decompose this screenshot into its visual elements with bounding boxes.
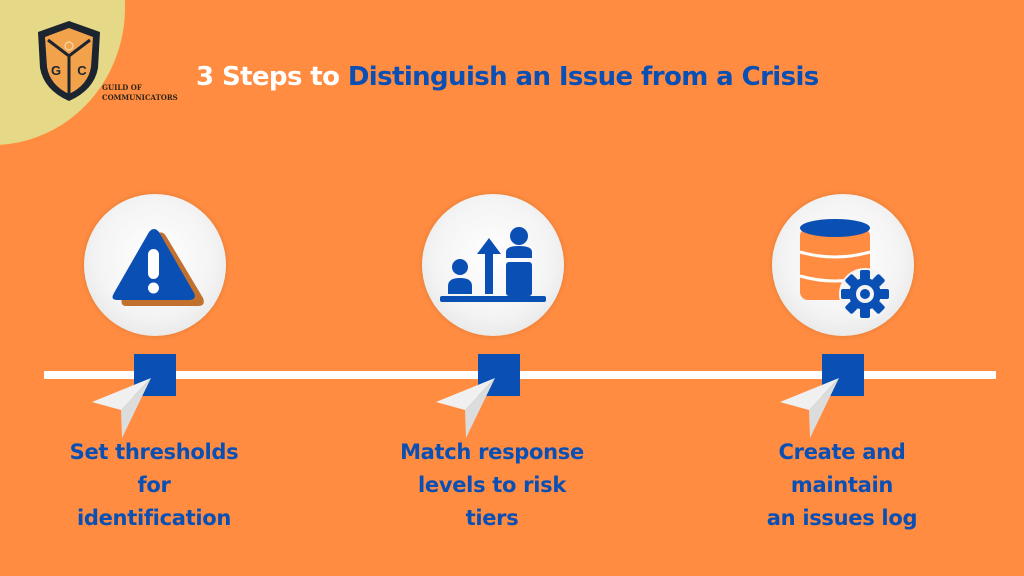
title-prefix: 3 Steps to — [196, 62, 340, 92]
timeline-line — [44, 371, 996, 379]
brand-name: GUILD OF COMMUNICATORS — [102, 83, 178, 103]
step-1-label-line: Set thresholds — [69, 440, 239, 464]
step-3-label-line: maintain — [790, 473, 894, 497]
guild-shield-logo: G C — [38, 21, 100, 101]
logo-letter-g: G — [51, 63, 61, 78]
step-1-label-line: for — [137, 473, 171, 497]
warning-triangle-icon — [112, 229, 204, 306]
step-2-label: Match response levels to risk tiers — [372, 436, 612, 535]
step-2-pointer-icon — [436, 378, 495, 438]
step-1-icon-circle — [84, 194, 226, 336]
page-title: 3 Steps to Distinguish an Issue from a C… — [196, 62, 819, 92]
step-2-label-line: tiers — [465, 506, 519, 530]
step-3-icon-circle — [772, 194, 914, 336]
step-3-label-line: Create and — [778, 440, 906, 464]
brand-name-line2: COMMUNICATORS — [102, 93, 178, 102]
step-1-label: Set thresholds for identification — [34, 436, 274, 535]
step-3-pointer-icon — [780, 378, 839, 438]
step-3-label: Create and maintain an issues log — [722, 436, 962, 535]
step-1-label-line: identification — [76, 506, 232, 530]
brand-name-line1: GUILD OF — [102, 83, 142, 92]
logo-letter-c: C — [77, 63, 87, 78]
level-up-people-icon — [440, 227, 546, 302]
title-highlight: Distinguish an Issue from a Crisis — [347, 62, 819, 92]
step-1-pointer-icon — [92, 378, 151, 438]
database-gear-icon — [799, 219, 891, 320]
step-3-label-line: an issues log — [766, 506, 918, 530]
step-2-label-line: levels to risk — [418, 473, 566, 497]
step-2-label-line: Match response — [400, 440, 584, 464]
step-2-icon-circle — [422, 194, 564, 336]
